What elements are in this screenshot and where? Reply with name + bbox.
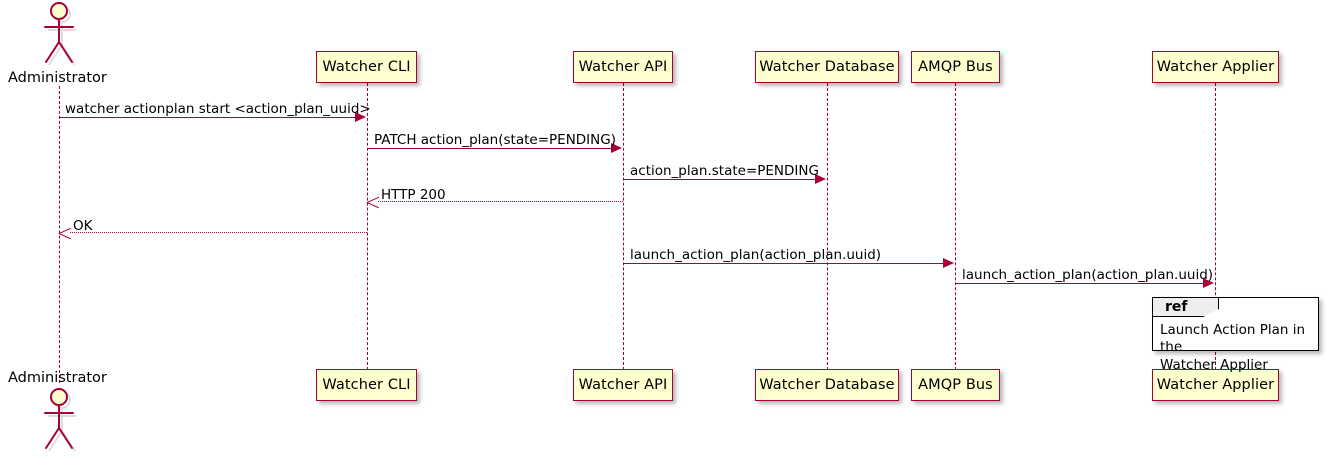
actor-label-administrator-top: Administrator [8, 70, 107, 86]
participant-watcher-api-top[interactable]: Watcher API [573, 51, 673, 83]
ref-fragment-tab-label: ref [1165, 299, 1188, 315]
lifeline-watcher-cli [367, 83, 368, 370]
message-line-ok [70, 232, 367, 233]
arrow-head-action-plan-state-pending [815, 174, 826, 184]
ref-fragment-body-line-1: Launch Action Plan in the [1160, 322, 1306, 356]
message-line-launch-action-plan-amqp [624, 263, 943, 264]
ref-fragment-body: Launch Action Plan in the Watcher Applie… [1153, 318, 1320, 374]
arrow-head-launch-action-plan-applier [1203, 278, 1214, 288]
lifeline-watcher-api [623, 83, 624, 370]
lifeline-watcher-database [827, 83, 828, 370]
message-label-action-plan-state-pending: action_plan.state=PENDING [630, 163, 819, 179]
participant-amqp-bus-top[interactable]: AMQP Bus [911, 51, 1000, 83]
arrow-head-http-200 [367, 196, 379, 207]
participant-watcher-applier-bottom[interactable]: Watcher Applier [1152, 369, 1279, 401]
arrow-head-launch-action-plan-amqp [943, 258, 954, 268]
lifeline-watcher-applier [1215, 83, 1216, 370]
participant-amqp-bus-bottom[interactable]: AMQP Bus [911, 369, 1000, 401]
actor-label-administrator-bottom: Administrator [8, 370, 107, 386]
ref-fragment: ref Launch Action Plan in the Watcher Ap… [1152, 297, 1319, 373]
participant-watcher-cli-top[interactable]: Watcher CLI [316, 51, 417, 83]
arrow-head-ok [59, 227, 71, 238]
message-label-launch-action-plan-amqp: launch_action_plan(action_plan.uuid) [630, 247, 882, 263]
message-line-action-plan-state-pending [624, 179, 815, 180]
message-line-patch-action-plan [368, 148, 611, 149]
message-label-http-200: HTTP 200 [381, 187, 446, 203]
participant-watcher-applier-top[interactable]: Watcher Applier [1152, 51, 1279, 83]
message-line-watcher-actionplan-start [60, 117, 355, 118]
arrow-head-patch-action-plan [611, 143, 622, 153]
lifeline-amqp-bus [955, 83, 956, 370]
arrow-head-watcher-actionplan-start [355, 112, 366, 122]
message-line-launch-action-plan-applier [956, 283, 1203, 284]
participant-watcher-database-top[interactable]: Watcher Database [755, 51, 899, 83]
message-label-ok: OK [73, 218, 93, 234]
participant-watcher-cli-bottom[interactable]: Watcher CLI [316, 369, 417, 401]
participant-watcher-api-bottom[interactable]: Watcher API [573, 369, 673, 401]
message-label-patch-action-plan: PATCH action_plan(state=PENDING) [374, 132, 616, 148]
actor-administrator-bottom [38, 388, 80, 454]
participant-watcher-database-bottom[interactable]: Watcher Database [755, 369, 899, 401]
ref-fragment-body-line-2: Watcher Applier [1160, 356, 1268, 373]
message-label-watcher-actionplan-start: watcher actionplan start <action_plan_uu… [65, 101, 371, 117]
ref-fragment-tab: ref [1153, 298, 1219, 317]
message-line-http-200 [378, 201, 623, 202]
actor-administrator-top [38, 2, 80, 68]
message-label-launch-action-plan-applier: launch_action_plan(action_plan.uuid) [962, 267, 1214, 283]
